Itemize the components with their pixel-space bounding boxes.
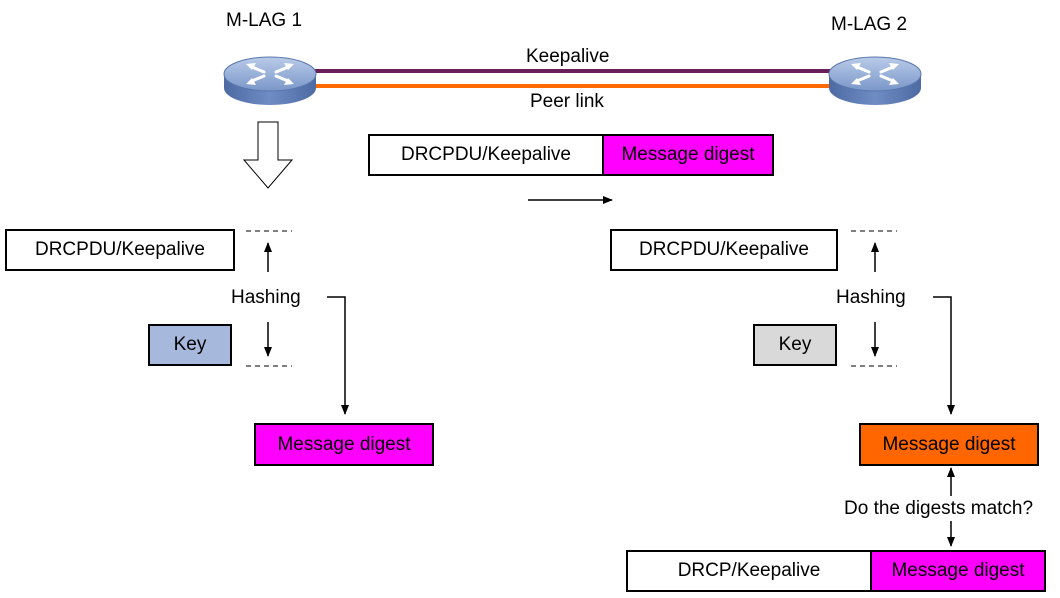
received-digest-box: Message digest	[870, 550, 1046, 592]
peer-link-label: Peer link	[530, 91, 604, 112]
hollow-down-arrow-icon	[242, 121, 294, 189]
right-payload-box: DRCPDU/Keepalive	[610, 229, 838, 271]
keepalive-link-label: Keepalive	[526, 46, 610, 67]
hash-to-digest-connector	[933, 296, 955, 415]
switch-icon	[223, 56, 317, 105]
right-hashing-label: Hashing	[836, 287, 906, 308]
device-label-m-lag-1: M-LAG 1	[226, 10, 303, 31]
hash-to-digest-connector	[327, 296, 349, 415]
transmitted-payload-box: DRCPDU/Keepalive	[368, 134, 604, 176]
right-digest-box: Message digest	[859, 423, 1039, 466]
left-key-box: Key	[148, 324, 232, 366]
left-payload-box: DRCPDU/Keepalive	[5, 229, 235, 271]
right-key-box: Key	[753, 324, 837, 366]
digest-match-question: Do the digests match?	[844, 498, 1034, 519]
transmitted-digest-box: Message digest	[602, 134, 774, 176]
left-hashing-label: Hashing	[231, 287, 301, 308]
device-label-m-lag-2: M-LAG 2	[831, 14, 908, 35]
received-payload-box: DRCP/Keepalive	[626, 550, 872, 592]
switch-icon	[828, 56, 922, 105]
left-digest-box: Message digest	[254, 423, 434, 466]
